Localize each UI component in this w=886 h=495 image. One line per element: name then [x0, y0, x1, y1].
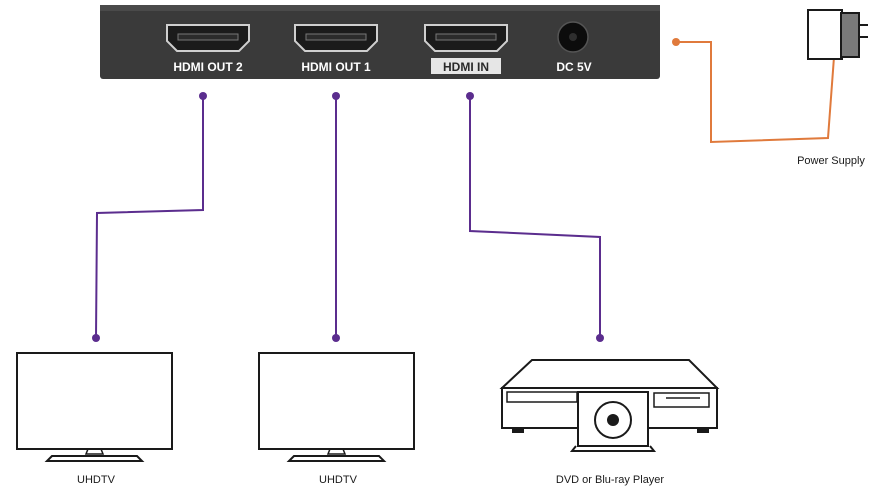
dvd-player-label: DVD or Blu-ray Player: [556, 474, 665, 486]
hdmi-out-2-port: [166, 24, 250, 52]
hdmi-in-port: [424, 24, 508, 52]
hdmi-out-1-port: [294, 24, 378, 52]
power-supply-label: Power Supply: [797, 155, 865, 167]
hdmi-in-label-highlight: [431, 58, 501, 74]
dc-5v-label: DC 5V: [556, 60, 591, 74]
uhdtv-2-label: UHDTV: [319, 474, 358, 486]
hdmi-out-2-label: HDMI OUT 2: [173, 60, 243, 74]
tv-icon: [258, 352, 415, 462]
uhdtv-1-label: UHDTV: [77, 474, 116, 486]
hdmi-cable-out-1: [332, 92, 340, 342]
power-cable: [672, 38, 835, 144]
disc-player-icon: [499, 359, 720, 452]
hdmi-cable-in: [466, 92, 604, 342]
hdmi-splitter-device: [100, 5, 660, 79]
dc-jack-icon: [557, 21, 589, 53]
power-adapter-icon: [807, 9, 868, 60]
hdmi-in-label: HDMI IN: [443, 60, 489, 74]
hdmi-out-1-label: HDMI OUT 1: [301, 60, 371, 74]
tv-icon: [16, 352, 173, 462]
hdmi-cable-out-2: [92, 92, 207, 342]
